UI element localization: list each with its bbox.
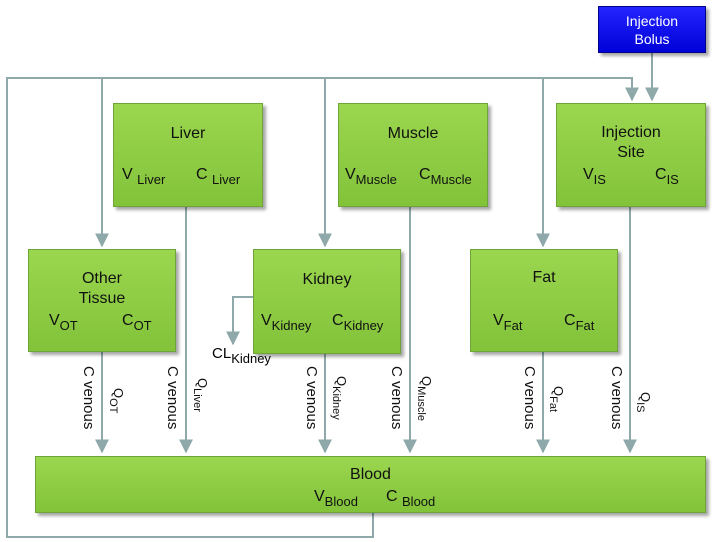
fat-title: Fat [532,269,556,286]
blood-compartment: Blood VBlood C Blood [35,456,706,513]
injection-site-volume: VIS [583,166,606,187]
blood-volume: VBlood [314,488,358,509]
kidney-compartment: Kidney VKidney CKidney [253,249,401,354]
venous-label-muscle: C venous [388,366,405,430]
other-tissue-title: Other Tissue [78,270,126,307]
venous-label-other-tissue: C venous [80,366,97,430]
muscle-concentration: CMuscle [419,166,472,187]
liver-title: Liver [170,125,206,142]
injection-site-concentration: CIS [655,166,679,187]
injection-bolus-box: Injection Bolus [598,6,706,53]
q-label-liver: QLiver [191,378,210,412]
muscle-volume: VMuscle [345,166,397,187]
kidney-title: Kidney [302,271,352,288]
venous-label-kidney: C venous [303,366,320,430]
injection-site-title: Injection Site [601,124,661,161]
liver-concentration: C Liver [196,166,241,187]
kidney-clearance-label: CLKidney [212,345,271,366]
fat-volume: VFat [493,312,523,333]
other-tissue-concentration: COT [122,312,152,333]
kidney-concentration: CKidney [332,312,384,333]
injection-bolus-label-line2: Bolus [634,31,670,47]
other-tissue-compartment: Other Tissue VOT COT [28,249,176,352]
blood-title: Blood [350,466,391,483]
fat-concentration: CFat [564,312,595,333]
kidney-volume: VKidney [261,312,312,333]
liver-volume: V Liver [122,166,166,187]
q-label-muscle: QMuscle [415,376,434,421]
muscle-compartment: Muscle VMuscle CMuscle [338,103,488,207]
fat-compartment: Fat VFat CFat [470,249,618,352]
venous-label-injection-site: C venous [608,366,625,430]
muscle-title: Muscle [387,125,439,142]
q-label-fat: QFat [547,386,566,413]
venous-label-liver: C venous [164,366,181,430]
injection-site-compartment: Injection Site VIS CIS [556,103,706,207]
q-label-kidney: QKidney [330,376,349,420]
liver-compartment: Liver V Liver C Liver [113,103,263,207]
other-tissue-volume: VOT [49,312,78,333]
injection-bolus-label-line1: Injection [625,13,679,29]
blood-concentration: C Blood [386,488,436,509]
q-label-other-tissue: QOT [107,388,126,414]
venous-label-fat: C venous [521,366,538,430]
q-label-injection-site: QIS [634,392,653,413]
